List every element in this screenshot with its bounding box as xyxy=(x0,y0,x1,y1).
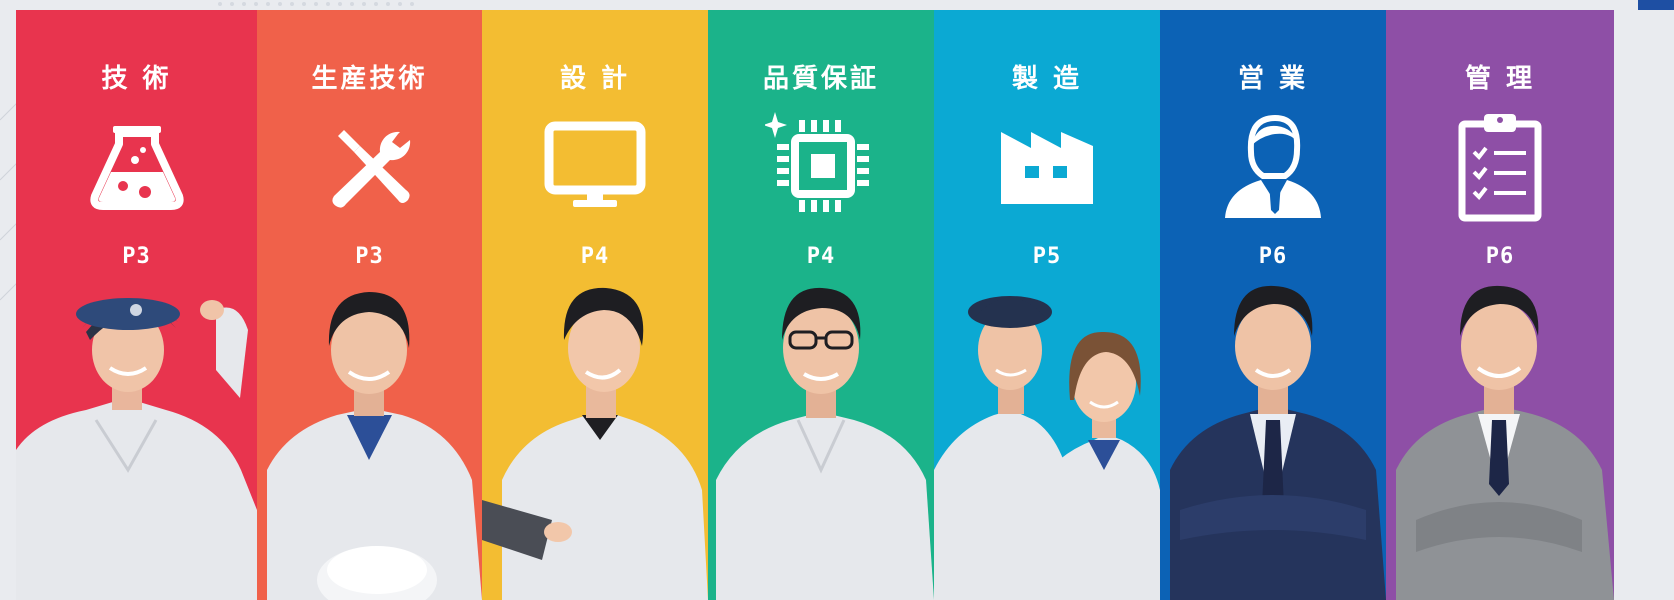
page-reference: P3 xyxy=(355,244,384,269)
employee-photo xyxy=(1160,270,1386,600)
chip-icon xyxy=(765,110,877,222)
page-reference: P4 xyxy=(580,244,610,269)
department-column-gijutsu[interactable]: 技 術 P3 xyxy=(16,10,257,600)
department-column-eigyo[interactable]: 営 業 P6 xyxy=(1160,10,1386,600)
department-columns: 技 術 P3 xyxy=(16,10,1674,600)
corner-accent xyxy=(1638,0,1674,10)
tools-icon xyxy=(314,110,426,222)
employee-photo xyxy=(708,270,934,600)
employee-photo xyxy=(934,270,1160,600)
department-title: 設 計 xyxy=(559,64,631,94)
department-column-kanri[interactable]: 管 理 P6 xyxy=(1386,10,1614,600)
employee-photo xyxy=(1386,270,1614,600)
flask-icon xyxy=(81,110,193,222)
factory-icon xyxy=(991,110,1103,222)
page-reference: P4 xyxy=(806,244,836,269)
department-column-hinshitsu-hosho[interactable]: 品質保証 P4 xyxy=(708,10,934,600)
department-title: 営 業 xyxy=(1237,64,1309,94)
department-column-sekkei[interactable]: 設 計 P4 xyxy=(482,10,708,600)
businessperson-icon xyxy=(1217,110,1329,222)
page-reference: P6 xyxy=(1485,244,1515,269)
page-reference: P6 xyxy=(1258,244,1288,269)
department-title: 品質保証 xyxy=(762,64,879,94)
page-reference: P3 xyxy=(122,244,151,269)
department-title: 生産技術 xyxy=(311,64,428,94)
department-title: 製 造 xyxy=(1011,64,1083,94)
department-column-seizo[interactable]: 製 造 P5 xyxy=(934,10,1160,600)
page-reference: P5 xyxy=(1032,244,1062,269)
employee-photo xyxy=(482,270,708,600)
department-column-seisan-gijutsu[interactable]: 生産技術 P3 xyxy=(257,10,482,600)
department-title: 技 術 xyxy=(101,64,172,94)
clipboard-icon xyxy=(1444,110,1556,222)
department-title: 管 理 xyxy=(1464,64,1536,94)
monitor-icon xyxy=(539,110,651,222)
employee-photo xyxy=(257,270,482,600)
employee-photo xyxy=(16,270,257,600)
